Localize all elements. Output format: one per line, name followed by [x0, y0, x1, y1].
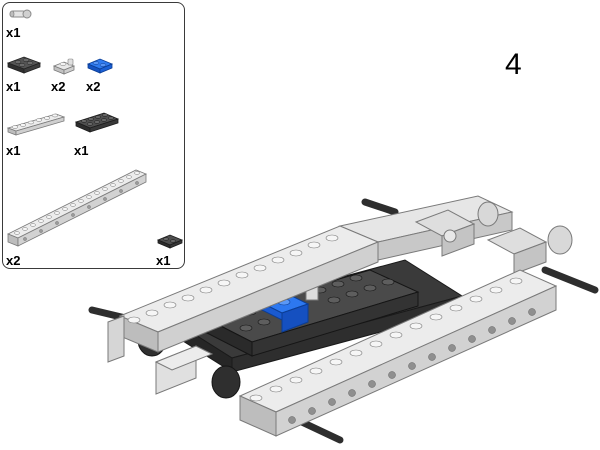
technic-beam-left: [118, 225, 380, 353]
part-quantity: x1: [6, 79, 21, 94]
part-quantity: x1: [74, 143, 89, 158]
light-plate-1x6-part-icon: [6, 113, 66, 136]
part-quantity: x1: [6, 143, 21, 158]
part-quantity: x2: [6, 253, 21, 268]
dark-plate-2x2-part-icon: [6, 56, 42, 74]
part-quantity: x1: [6, 25, 21, 40]
part-quantity: x2: [86, 79, 101, 94]
pin-connector-part-icon: [9, 9, 32, 19]
dark-plate-1x2-part-icon: [156, 234, 184, 249]
technic-brick-1x16-part-icon: [7, 169, 147, 247]
step-number: 4: [505, 48, 522, 81]
clip-plates: [414, 209, 548, 275]
dark-plate-2x4-part-icon: [74, 112, 120, 133]
technic-beam-front: [238, 269, 558, 437]
light-clip-plate-part-icon: [52, 58, 76, 75]
part-quantity: x1: [156, 253, 171, 268]
round-connectors-light: [477, 201, 573, 255]
end-blocks: [107, 315, 214, 395]
blue-plate-1x2-part-icon: [86, 58, 114, 74]
part-quantity: x2: [51, 79, 66, 94]
